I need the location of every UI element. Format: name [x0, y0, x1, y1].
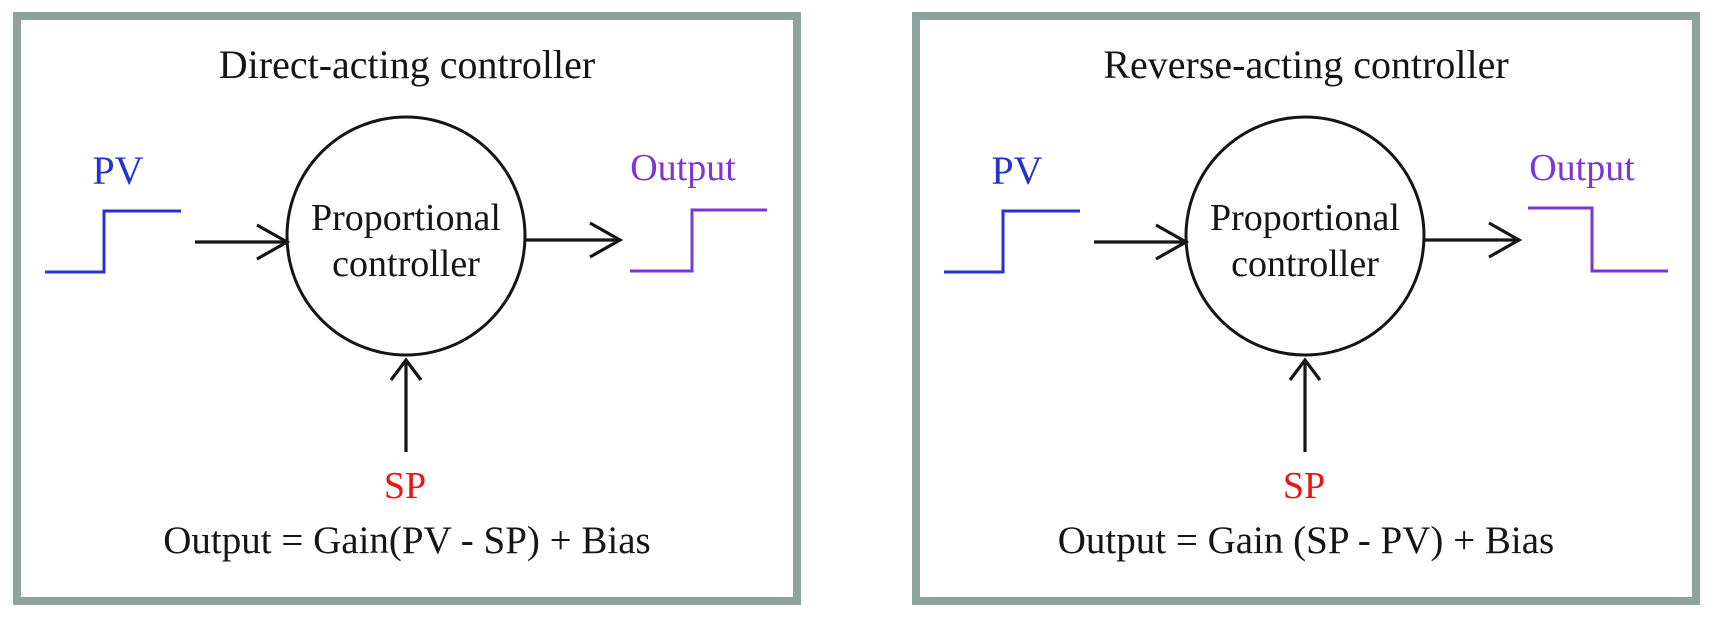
- pv-label: PV: [92, 148, 143, 193]
- output-arrowhead-icon: [589, 221, 624, 259]
- controller-label-line1: Proportional: [311, 197, 501, 239]
- panel-frame: [13, 12, 801, 605]
- pv-step-signal: [944, 209, 1080, 274]
- output-step-signal: [1528, 206, 1668, 273]
- output-label: Output: [630, 147, 736, 189]
- controller-label-line1: Proportional: [1210, 197, 1400, 239]
- output-arrow: [1424, 221, 1523, 259]
- reverse-acting-panel: Reverse-acting controller PV Proportiona…: [912, 12, 1700, 605]
- controller-circle: [285, 115, 527, 357]
- pv-label: PV: [991, 148, 1042, 193]
- sp-arrowhead-icon: [1288, 357, 1322, 381]
- reverse-acting-diagram: Reverse-acting controller PV Proportiona…: [912, 12, 1700, 605]
- output-arrowhead-icon: [1488, 221, 1523, 259]
- sp-arrow: [389, 357, 423, 452]
- sp-label: SP: [1283, 465, 1325, 507]
- panel-title: Direct-acting controller: [219, 42, 595, 87]
- pv-step-signal: [45, 209, 181, 274]
- panel-title: Reverse-acting controller: [1103, 42, 1508, 87]
- output-step-signal: [630, 208, 767, 273]
- panel-frame: [912, 12, 1700, 605]
- controller-formula: Output = Gain (SP - PV) + Bias: [1058, 519, 1554, 562]
- controller-circle: [1184, 115, 1426, 357]
- controller-label-line2: controller: [332, 243, 480, 285]
- sp-arrowhead-icon: [389, 357, 423, 381]
- direct-acting-diagram: Direct-acting controller PV Proportional…: [13, 12, 801, 605]
- controller-label-line2: controller: [1231, 243, 1379, 285]
- output-arrow: [525, 221, 624, 259]
- direct-acting-panel: Direct-acting controller PV Proportional…: [13, 12, 801, 605]
- output-label: Output: [1529, 147, 1635, 189]
- sp-arrow: [1288, 357, 1322, 452]
- sp-label: SP: [384, 465, 426, 507]
- controller-formula: Output = Gain(PV - SP) + Bias: [163, 519, 650, 562]
